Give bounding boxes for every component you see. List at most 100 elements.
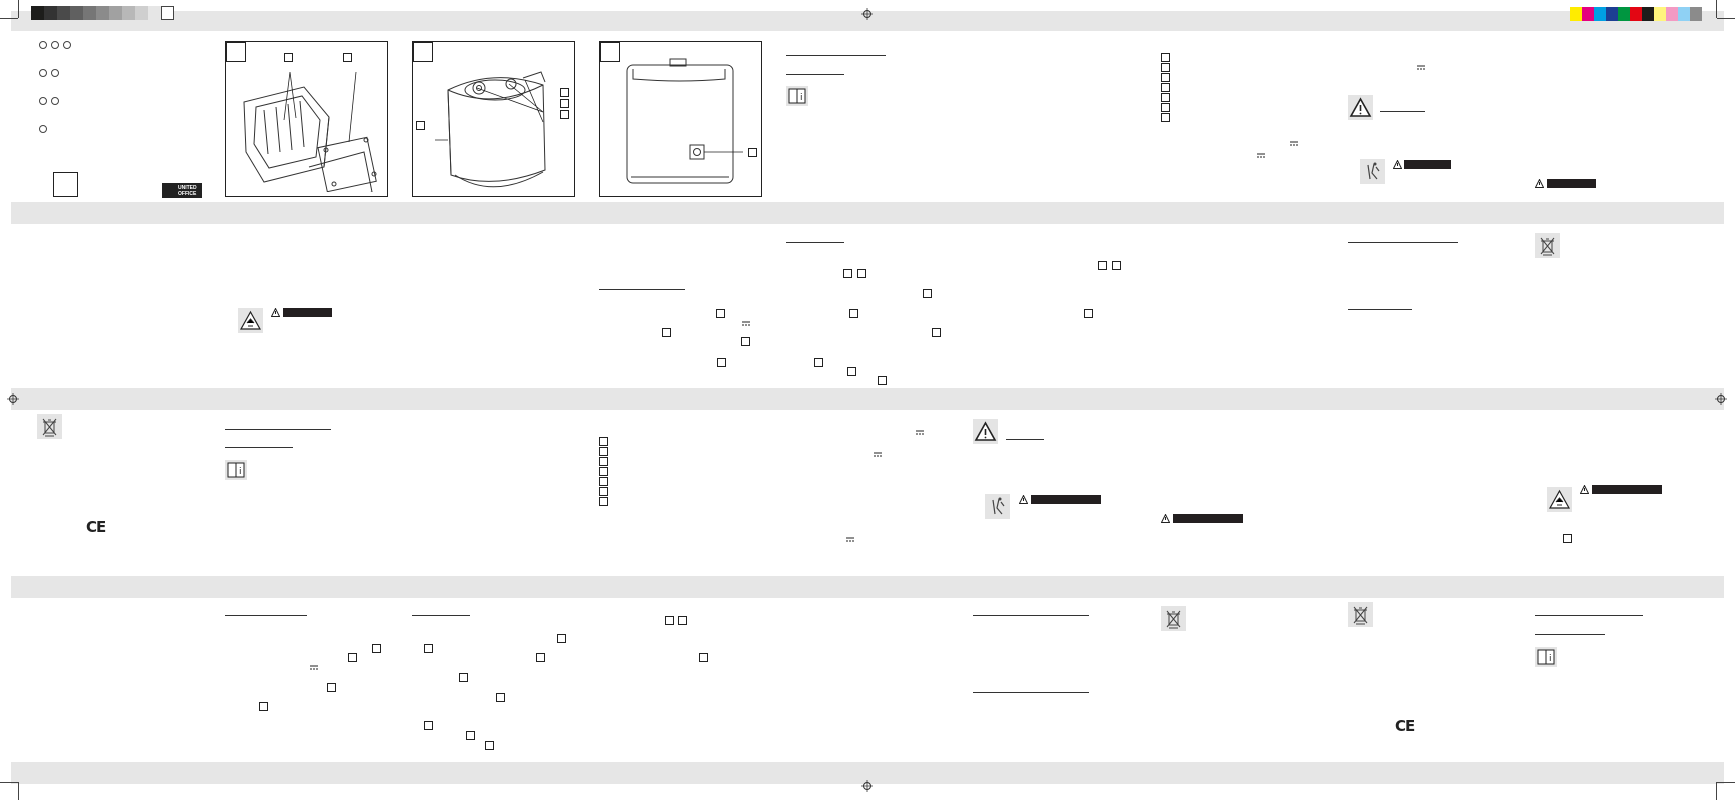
reference-box [843,269,852,278]
dc-symbol-icon [916,430,924,435]
figure-b [412,41,575,197]
warning-triangle-icon [973,419,998,444]
dc-symbol-icon [846,537,854,542]
reference-box [348,653,357,662]
registration-mark [861,780,873,792]
callout-box [560,110,569,119]
reference-box [923,289,932,298]
band-row-3 [11,576,1724,598]
crop-mark [18,782,19,800]
warning-bar [283,308,332,317]
reference-box [459,673,468,682]
battery-hazard-icon [1547,487,1572,512]
band-bottom [11,762,1724,784]
reference-box [699,653,708,662]
callout-box [560,99,569,108]
reference-box [424,721,433,730]
heading-rule [1348,242,1458,243]
crop-mark [18,0,19,18]
heading-rule [225,615,307,616]
reference-box [372,644,381,653]
heading-rule [225,447,293,448]
heading-rule [599,289,685,290]
reference-box [662,328,671,337]
weee-bin-icon [37,414,62,439]
reference-box [857,269,866,278]
band-top [11,11,1724,31]
crop-mark [1716,0,1717,18]
reference-box [847,367,856,376]
warning-bar [1031,495,1101,504]
battery-compartment-drawing [243,71,377,192]
warning-triangle-icon [1019,495,1028,504]
warning-triangle-icon [1393,160,1402,169]
reference-box [741,337,750,346]
reference-box [536,653,545,662]
dc-symbol-icon [1257,153,1265,158]
heading-rule [1380,111,1425,112]
ce-mark-icon: CE [86,518,106,536]
heading-rule [786,55,886,56]
reference-box [665,616,674,625]
crop-mark [1717,18,1735,19]
warning-bar [1173,514,1243,523]
reference-box [557,634,566,643]
svg-text:i: i [1549,654,1552,664]
reference-box [932,328,941,337]
heading-rule [1535,634,1605,635]
reference-box [878,376,887,385]
callout-box [560,88,569,97]
cover-id-box [53,172,78,197]
warning-triangle-icon [1348,95,1373,120]
svg-text:i: i [800,93,803,103]
reference-box [424,644,433,653]
heading-rule [973,615,1089,616]
figure-b-number [413,42,433,62]
figure-c-number [600,42,620,62]
heading-rule [1535,615,1643,616]
warning-triangle-icon [1161,514,1170,523]
dc-symbol-icon [310,665,318,670]
figure-a [225,41,388,197]
info-book-icon: i [786,86,808,106]
reference-box [1084,309,1093,318]
band-row-1 [11,202,1724,224]
heading-rule [225,429,331,430]
reference-box [1098,261,1107,270]
band-row-2 [11,388,1724,410]
info-book-icon: i [225,460,247,480]
weee-bin-icon [1535,233,1560,258]
dc-symbol-icon [742,321,750,326]
heading-rule [786,242,844,243]
warning-triangle-icon [271,308,280,317]
reference-box [717,358,726,367]
warning-bar [1547,179,1596,188]
dc-symbol-icon [874,452,882,457]
callout-box [284,53,293,62]
reference-box [485,741,494,750]
battery-hazard-icon [238,308,263,333]
reference-box [678,616,687,625]
heading-rule [1348,309,1412,310]
svg-text:i: i [239,467,242,477]
figure-a-number [226,42,246,62]
sharpener-back-drawing [626,58,743,184]
warning-bar [1404,160,1451,169]
heading-rule [973,692,1089,693]
reference-box [466,731,475,740]
heading-rule [786,74,844,75]
dc-symbol-icon [1290,141,1298,146]
crop-mark [0,18,18,19]
reference-box [259,702,268,711]
crop-mark [1716,782,1717,800]
sharpener-drawing [435,71,546,188]
brand-logo: UNITED OFFICE [162,183,202,198]
info-book-icon: i [1535,647,1557,667]
warning-bar [1592,485,1662,494]
callout-box [416,121,425,130]
child-hazard-icon [1360,159,1385,184]
heading-rule [1006,439,1044,440]
weee-bin-icon [1161,606,1186,631]
crop-mark [1717,782,1735,783]
figure-c [599,41,762,197]
